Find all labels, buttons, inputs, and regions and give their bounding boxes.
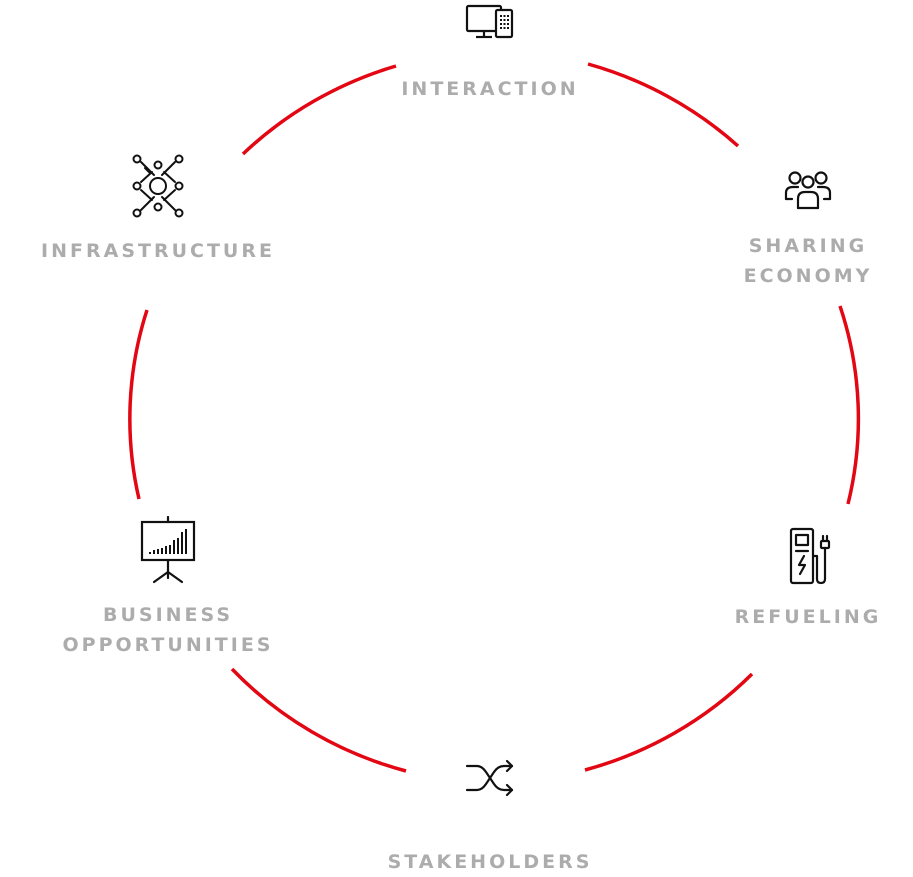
devices-icon: [465, 4, 514, 39]
network-nodes-icon: [132, 154, 184, 218]
interaction-label: INTERACTION: [401, 78, 579, 100]
node-business-opportunities: BUSINESS OPPORTUNITIES: [28, 512, 308, 660]
infrastructure-label: INFRASTRUCTURE: [41, 240, 275, 262]
stakeholders-label: STAKEHOLDERS: [387, 851, 593, 873]
ring-arc-top-left: [241, 64, 397, 156]
ring-arc-top-right: [587, 62, 740, 148]
ring-arc-right: [838, 305, 861, 505]
presentation-board-icon: [140, 515, 196, 584]
people-group-icon: [784, 171, 832, 210]
shuffle-arrows-icon: [465, 759, 514, 797]
ring-arc-bottom-right: [584, 672, 754, 772]
refueling-label: REFUELING: [734, 606, 882, 628]
node-stakeholders: STAKEHOLDERS: [350, 752, 630, 877]
node-refueling: REFUELING: [713, 524, 903, 632]
ring-arc-left: [128, 309, 149, 500]
business-opportunities-label-line2: OPPORTUNITIES: [62, 634, 274, 656]
ring-arc-bottom-left: [230, 667, 407, 773]
node-infrastructure: INFRASTRUCTURE: [18, 148, 298, 266]
charging-station-icon: [789, 527, 831, 585]
node-interaction: INTERACTION: [370, 0, 610, 104]
node-sharing-economy: SHARING ECONOMY: [713, 163, 903, 291]
business-opportunities-label-line1: BUSINESS: [102, 604, 234, 626]
sharing-economy-label-line2: ECONOMY: [743, 265, 873, 287]
sharing-economy-label-line1: SHARING: [748, 235, 868, 257]
